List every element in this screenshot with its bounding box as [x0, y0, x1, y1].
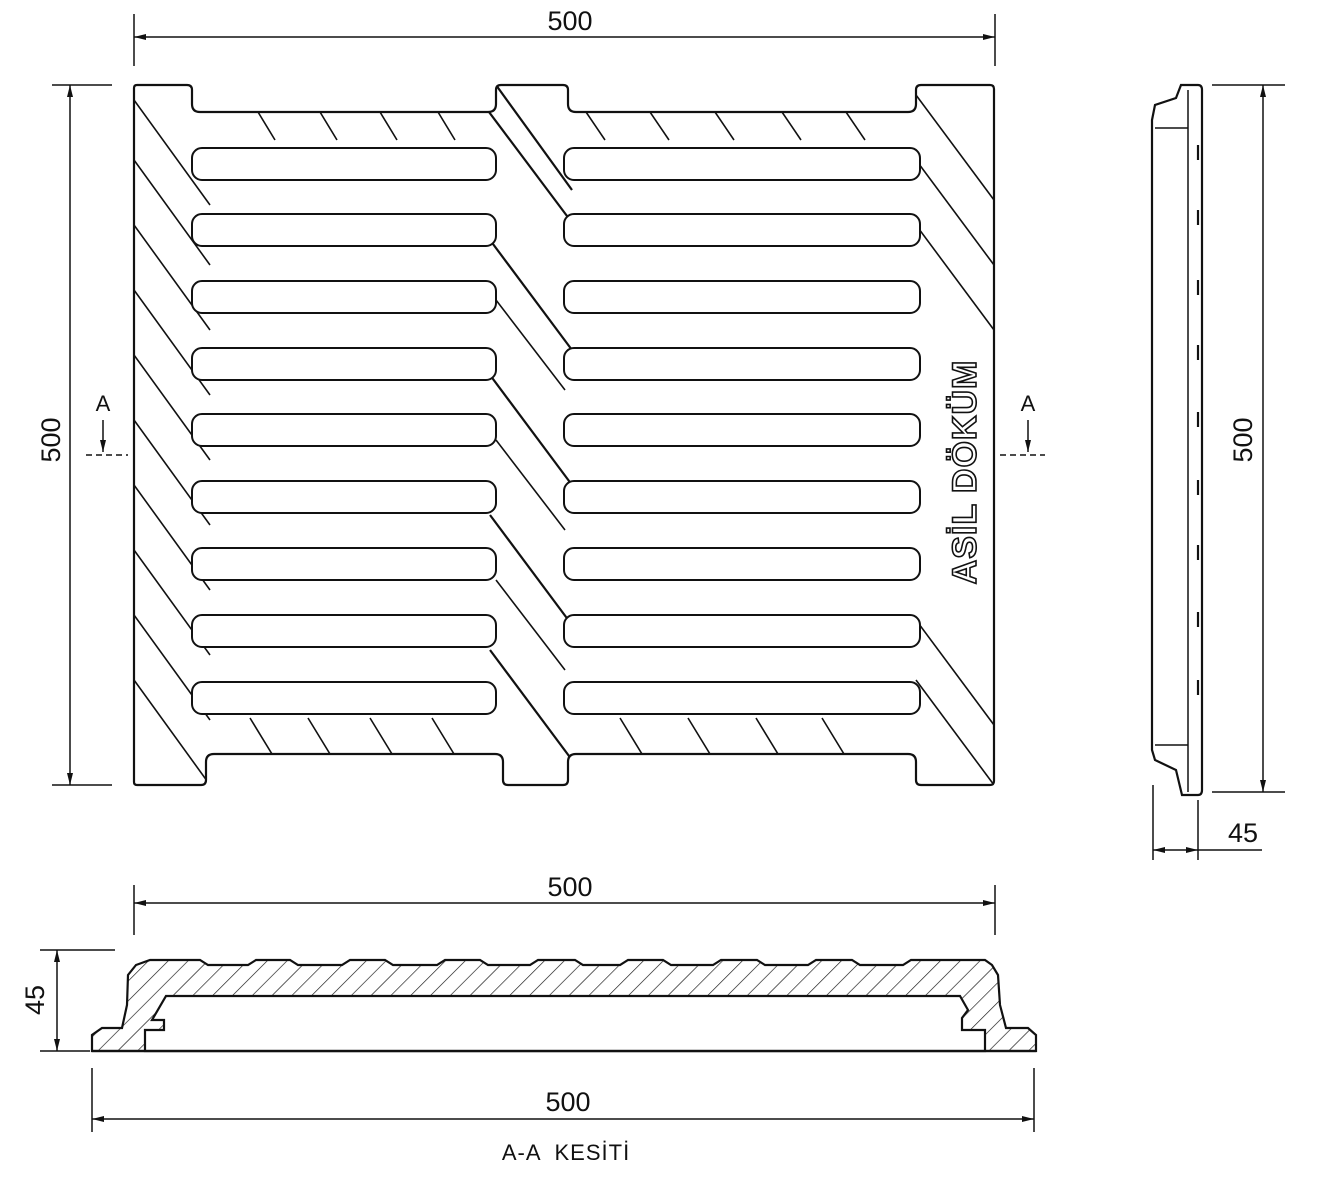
side-thickness-label: 45: [1228, 818, 1258, 848]
slot: [563, 280, 921, 314]
section-label-left: A: [96, 391, 111, 416]
section-height-dimension: 45: [20, 949, 115, 1052]
side-height-label: 500: [1228, 417, 1258, 462]
section-view: 500 45 500 A-A KESİTİ: [20, 872, 1038, 1165]
slot: [563, 480, 921, 514]
plan-width-dimension: 500: [133, 6, 996, 66]
slot: [563, 681, 921, 715]
section-underside: [143, 994, 987, 1053]
section-marker-right: A: [1000, 391, 1045, 456]
slot: [191, 147, 497, 181]
section-marker-left: A: [86, 391, 128, 456]
slot: [191, 213, 497, 247]
slot: [563, 347, 921, 381]
slot: [191, 480, 497, 514]
slot: [191, 347, 497, 381]
section-caption: A-A KESİTİ: [502, 1140, 630, 1165]
brand-text: ASİL DÖKÜM: [946, 360, 984, 585]
slot: [563, 213, 921, 247]
section-bottom-width-dimension: 500: [91, 1068, 1035, 1132]
side-thickness-dimension: 45: [1152, 785, 1262, 860]
side-height-dimension: 500: [1212, 84, 1285, 793]
slot: [191, 280, 497, 314]
plan-height-dimension: 500: [36, 84, 112, 786]
plan-height-label: 500: [36, 417, 66, 462]
side-view: 500 45: [1150, 83, 1285, 860]
slot: [563, 147, 921, 181]
slot: [191, 614, 497, 648]
right-slots: [563, 147, 921, 715]
left-slots: [191, 147, 497, 715]
slot: [191, 413, 497, 447]
plan-width-label: 500: [547, 6, 592, 36]
grate-body: ASİL DÖKÜM: [132, 83, 996, 787]
section-top-width-label: 500: [547, 872, 592, 902]
slot: [191, 547, 497, 581]
plan-view: 500 500 A A: [36, 6, 1045, 787]
section-bottom-width-label: 500: [545, 1087, 590, 1117]
slot: [191, 681, 497, 715]
slot: [563, 614, 921, 648]
section-top-width-dimension: 500: [133, 872, 996, 935]
slot: [563, 413, 921, 447]
slot: [563, 547, 921, 581]
section-height-label: 45: [20, 985, 50, 1015]
side-profile: [1150, 83, 1204, 797]
section-label-right: A: [1021, 391, 1036, 416]
